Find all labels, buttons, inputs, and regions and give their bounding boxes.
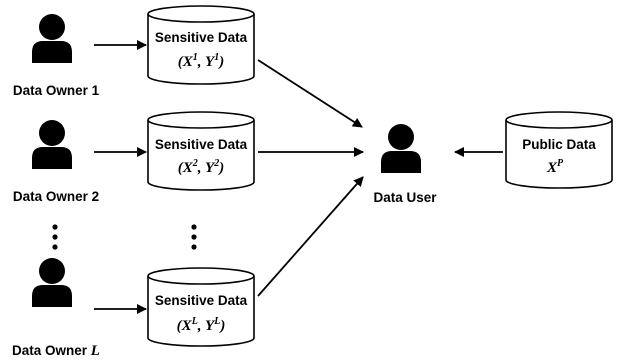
sensitive-data-cylinder-2: Sensitive Data (X2, Y2) bbox=[147, 111, 255, 191]
sensitive-data-title-2: Sensitive Data bbox=[155, 137, 248, 152]
sensitive-data-title-L: Sensitive Data bbox=[155, 293, 248, 308]
sensitive-data-vars-2: (X2, Y2) bbox=[178, 158, 224, 176]
sensitive-data-title-1: Sensitive Data bbox=[155, 30, 248, 45]
owner-icon-1 bbox=[32, 14, 72, 63]
owner-label-1: Data Owner 1 bbox=[13, 83, 100, 98]
sensitive-data-vars-L: (XL, YL) bbox=[177, 316, 226, 334]
public-data-title: Public Data bbox=[522, 137, 596, 152]
sensitive-data-cylinder-1: Sensitive Data (X1, Y1) bbox=[147, 5, 255, 85]
arrow-sensitiveL-to-user bbox=[257, 176, 364, 297]
data-user-label: Data User bbox=[373, 190, 437, 205]
owners-ellipsis bbox=[52, 224, 58, 250]
owner-label-2: Data Owner 2 bbox=[13, 189, 99, 204]
owner-icon-L bbox=[32, 258, 72, 307]
sensitive-data-vars-1: (X1, Y1) bbox=[178, 52, 224, 70]
public-data-cylinder: Public Data XP bbox=[505, 111, 613, 189]
arrow-sensitive1-to-user bbox=[257, 59, 363, 128]
data-user-icon bbox=[381, 124, 421, 173]
sensitive-data-cylinder-L: Sensitive Data (XL, YL) bbox=[147, 267, 255, 347]
owner-label-L: Data Owner L bbox=[12, 343, 100, 359]
sensitive-ellipsis bbox=[191, 224, 197, 250]
owner-icon-2 bbox=[32, 120, 72, 169]
public-data-var: XP bbox=[546, 158, 564, 176]
